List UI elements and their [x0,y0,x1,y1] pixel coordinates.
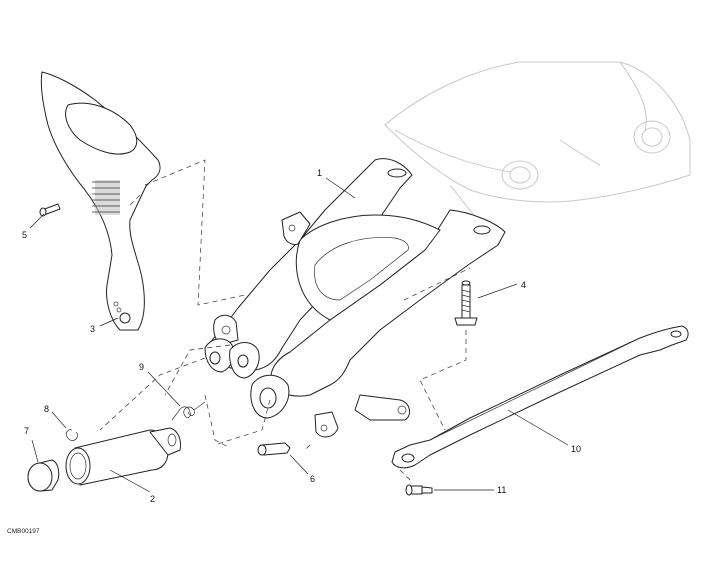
callout-labels: 1 2 3 4 5 6 7 8 9 10 11 [22,168,581,504]
heel-guard-part-3 [40,71,161,331]
callout-10: 10 [571,444,581,454]
drawing-code: CMB00197 [7,528,40,535]
end-cap-part-7 [27,459,60,492]
spring-part-9 [171,401,206,421]
strap-part-10 [391,325,689,469]
screw-part-11 [405,484,433,496]
callout-6: 6 [310,474,315,484]
footpeg-part-2 [65,427,181,486]
frame-ghost-outline [384,61,691,231]
bolt-part-4 [454,280,478,326]
callout-4: 4 [521,280,526,290]
callout-5: 5 [22,230,27,240]
clip-part-8 [66,429,78,441]
callout-8: 8 [44,404,49,414]
screw-part-5 [39,203,61,217]
callout-leader-lines [29,177,569,493]
callout-9: 9 [139,362,144,372]
callout-3: 3 [90,324,95,334]
pin-part-6 [257,442,291,456]
callout-1: 1 [317,168,322,178]
assembly-dashed-lines [99,159,471,481]
callout-11: 11 [497,485,506,495]
callout-2: 2 [150,494,155,504]
footpeg-bracket-part-1 [204,158,506,438]
callout-7: 7 [24,426,29,436]
